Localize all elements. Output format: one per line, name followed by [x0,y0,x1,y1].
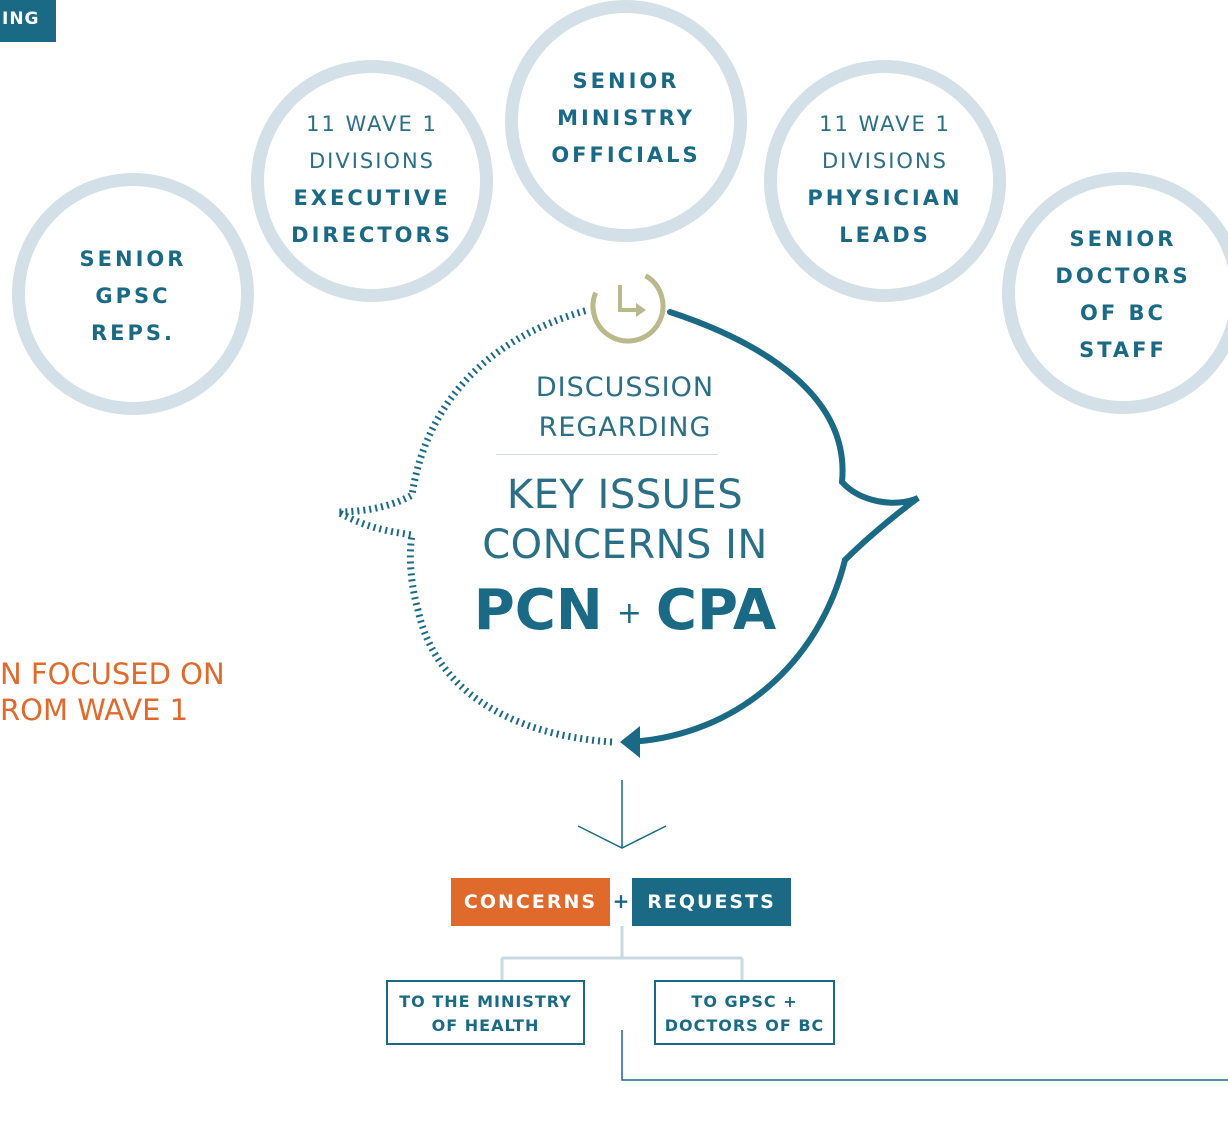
cpa-label: CPA [655,578,777,643]
circle-line: GPSC [95,284,171,308]
center-line-concerns-in: CONCERNS IN [482,522,768,568]
circle-text: SENIOR GPSC REPS. [25,241,241,352]
section-tag: ING [0,0,56,42]
circle-text: 11 WAVE 1 DIVISIONS PHYSICIAN LEADS [777,106,993,254]
circle-line: 11 WAVE 1 [306,112,438,136]
circle-line: DOCTORS [1055,264,1191,288]
clock-icon [590,268,666,344]
focus-description: N FOCUSED ON ROM WAVE 1 [0,656,225,728]
circle-line: SENIOR [1069,227,1177,251]
cycle-dotted-arc [324,306,613,746]
down-arrow-icon [577,780,667,849]
center-line-discussion: DISCUSSION [535,372,715,403]
circle-line: OFFICIALS [551,143,701,167]
circle-line: EXECUTIVE [293,186,451,210]
pcn-label: PCN [473,578,603,643]
to-gpsc-line-1: TO GPSC + [691,992,798,1011]
center-line-regarding: REGARDING [538,412,712,443]
circle-line: STAFF [1079,338,1167,362]
circle-text: 11 WAVE 1 DIVISIONS EXECUTIVE DIRECTORS [264,106,480,254]
center-line-key-issues: KEY ISSUES [506,472,744,518]
to-gpsc-box: TO GPSC + DOCTORS OF BC [654,980,835,1045]
to-ministry-line-1: TO THE MINISTRY [399,992,572,1011]
circle-line: OF BC [1080,301,1166,325]
focus-line-1: N FOCUSED ON [0,657,225,691]
circle-line: DIVISIONS [821,149,948,173]
branch-connectors [500,926,1228,1081]
circle-line: DIVISIONS [308,149,435,173]
center-divider [496,454,718,455]
circle-line: PHYSICIAN [807,186,963,210]
concerns-label: CONCERNS [451,878,610,926]
to-ministry-line-2: OF HEALTH [431,1016,540,1035]
pcn-cpa-heading: PCN + CPA [440,578,810,647]
cycle-solid-arc [627,309,920,745]
plus-label: + [616,595,642,631]
requests-label: REQUESTS [632,878,791,926]
concerns-requests-plus: + [612,889,630,913]
circle-line: MINISTRY [557,106,695,130]
circle-text: SENIOR DOCTORS OF BC STAFF [1015,221,1228,369]
circle-line: SENIOR [79,247,187,271]
focus-line-2: ROM WAVE 1 [0,693,189,727]
to-ministry-box: TO THE MINISTRY OF HEALTH [386,980,585,1045]
circle-line: REPS. [90,321,175,345]
circle-line: SENIOR [572,69,680,93]
circle-line: LEADS [839,223,931,247]
circle-line: DIRECTORS [291,223,453,247]
to-gpsc-line-2: DOCTORS OF BC [664,1016,825,1035]
center-key-issues: KEY ISSUES CONCERNS IN [440,470,810,570]
circle-text: SENIOR MINISTRY OFFICIALS [518,63,734,174]
center-heading: DISCUSSION REGARDING [440,368,810,448]
circle-line: 11 WAVE 1 [819,112,951,136]
cycle-arrowhead [620,726,640,758]
